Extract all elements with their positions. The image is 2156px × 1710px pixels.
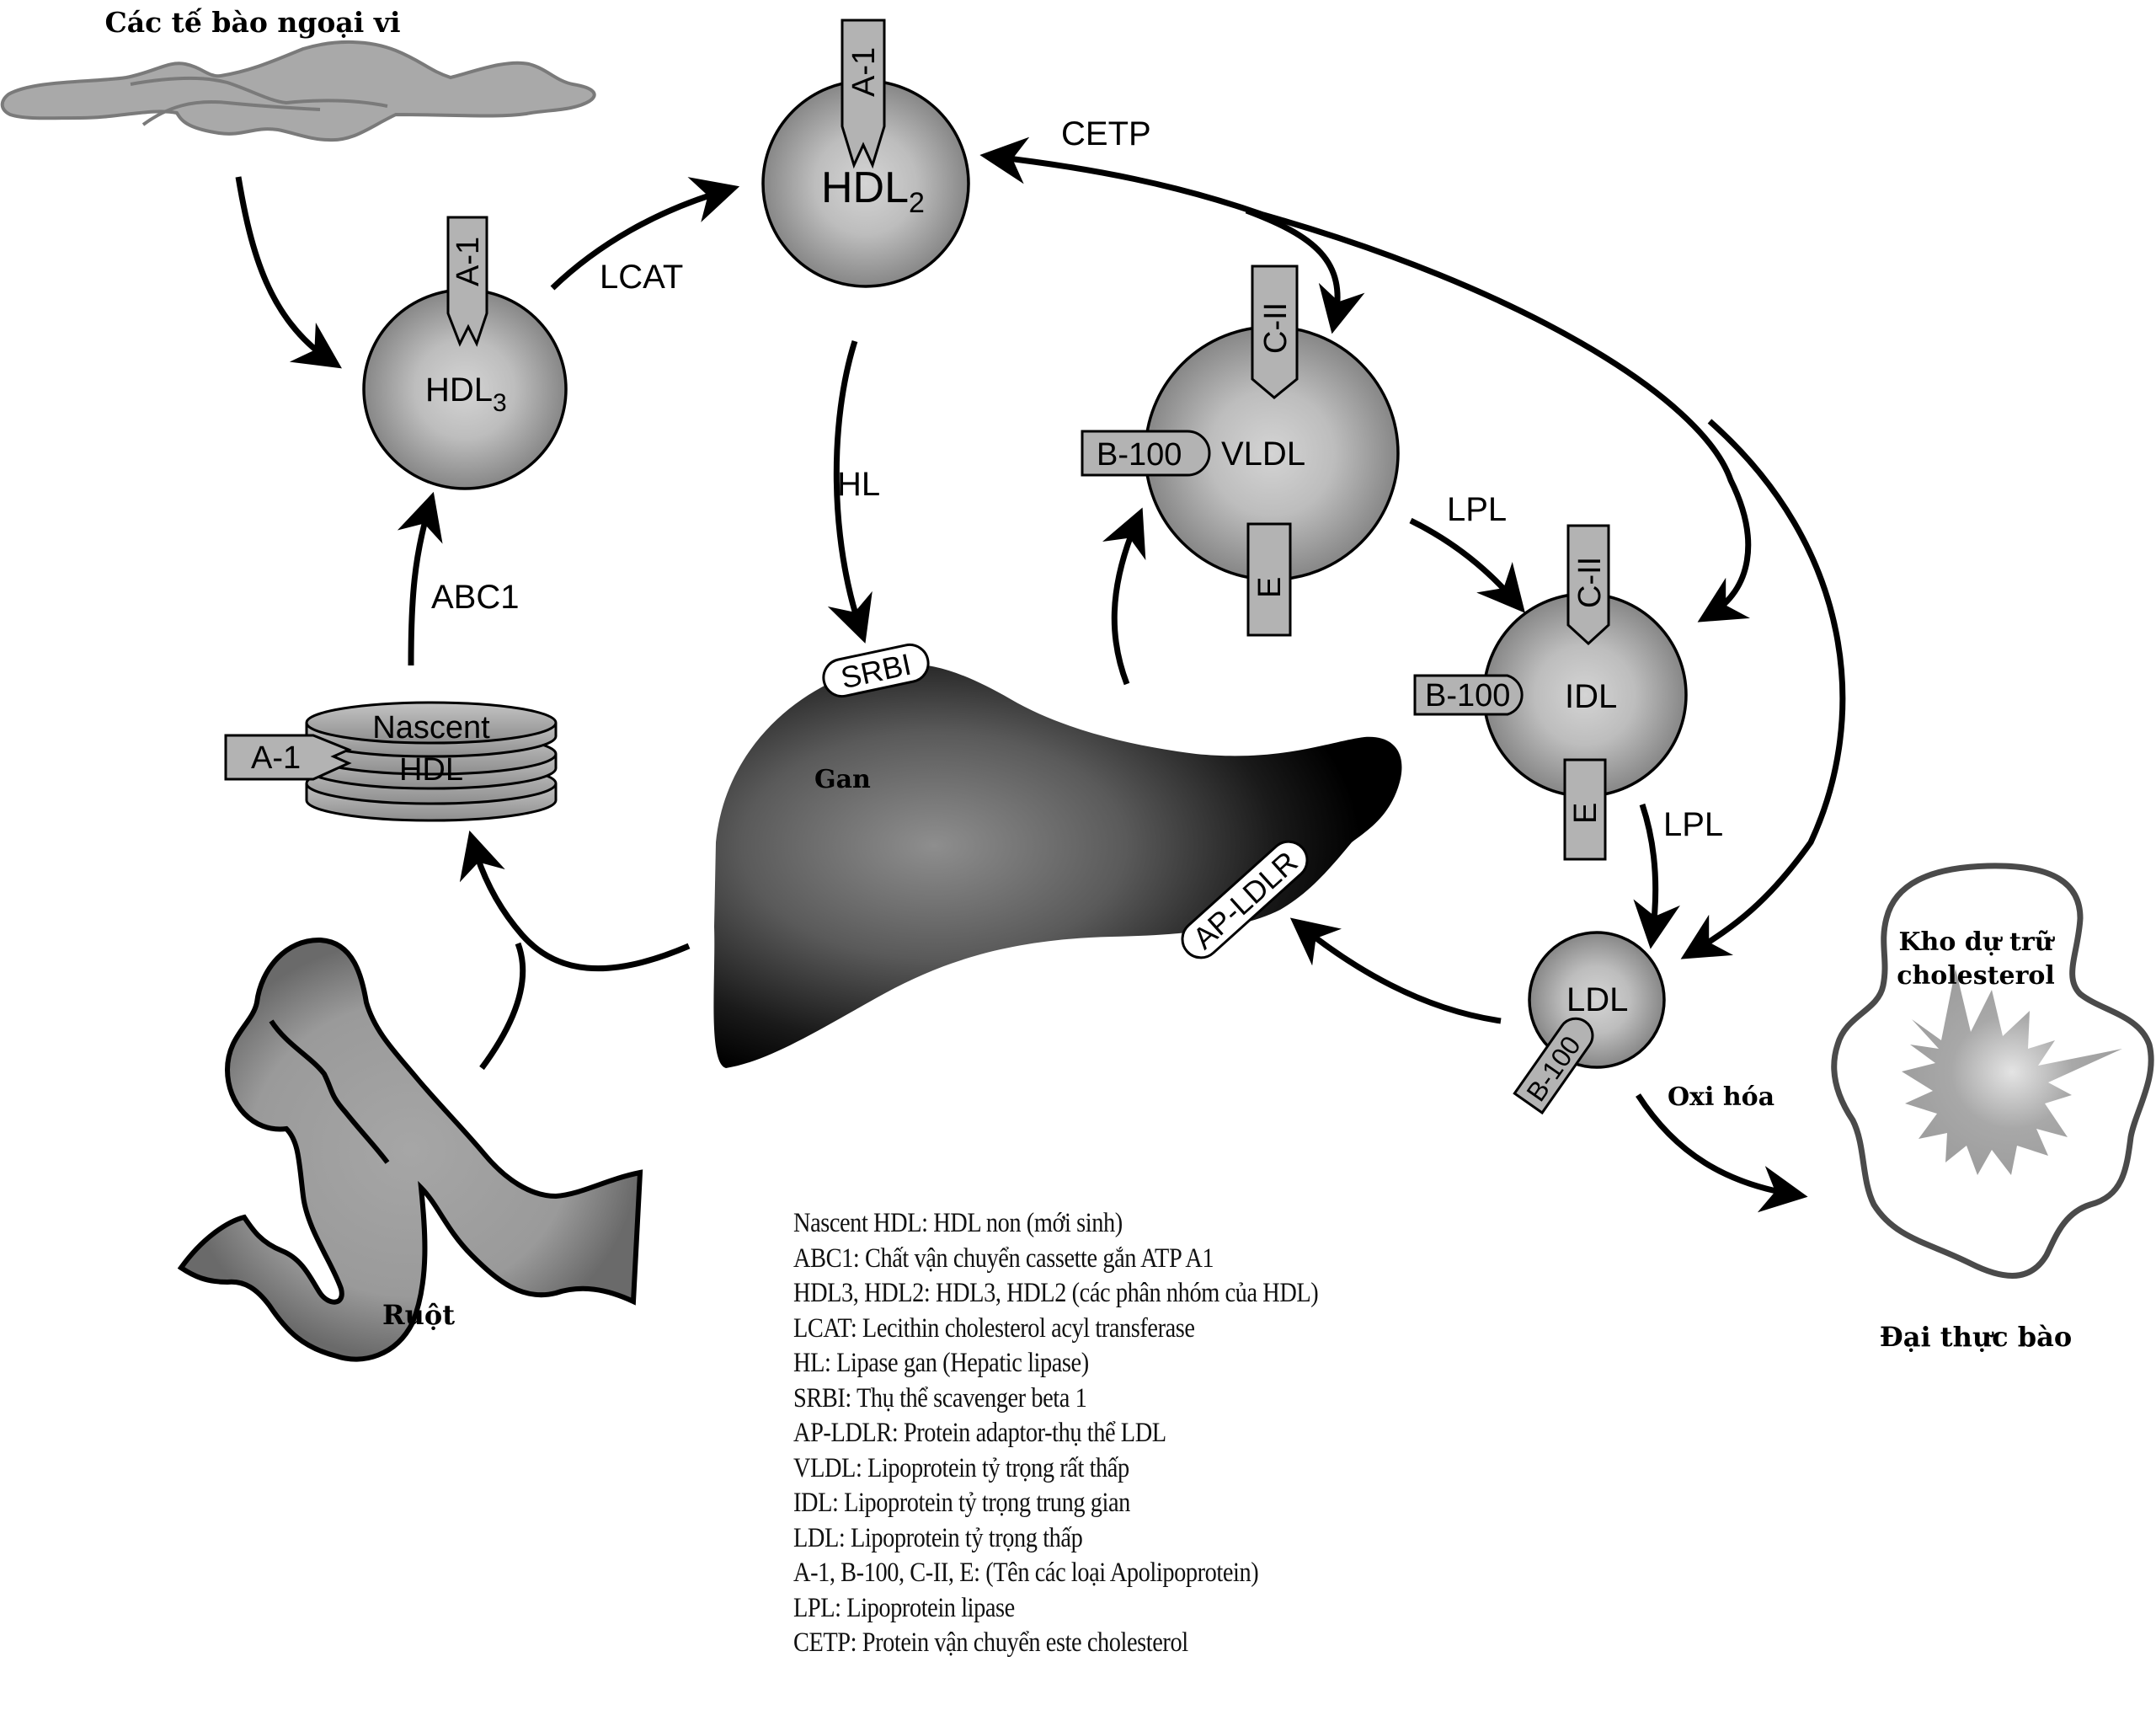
liver-label: Gan	[814, 765, 871, 794]
arrow-cetp-long	[1262, 211, 1752, 623]
arrow-cells-to-hdl3	[235, 176, 342, 369]
legend-item: A-1, B-100, C-II, E: (Tên các loại Apoli…	[793, 1558, 1259, 1588]
arrow-ldl-to-liver	[1289, 917, 1502, 1024]
arrow-hdl3-to-hdl2-lcat	[550, 177, 740, 291]
arrow-nascent-to-hdl3-abc1	[397, 491, 443, 666]
apo-b100-tab	[1413, 674, 1524, 716]
arrow-hdl2-to-liver-hl	[827, 339, 873, 644]
hdl3-particle: A-1 HDL3	[362, 216, 568, 490]
apo-c2-tab	[1566, 524, 1610, 646]
apo-e-label: E	[1252, 577, 1288, 598]
legend-item: IDL: Lipoprotein tỷ trọng trung gian	[793, 1488, 1130, 1518]
legend-item: HDL3, HDL2: HDL3, HDL2 (các phân nhóm củ…	[793, 1278, 1319, 1308]
apo-e-label: E	[1568, 803, 1604, 824]
vldl-particle: C-II B-100 VLDL E	[1081, 265, 1400, 637]
cholesterol-store-icon	[1902, 969, 2122, 1175]
arrow-cetp-to-hdl2	[979, 136, 1265, 218]
cholesterol-store-label-line2: cholesterol	[1897, 961, 2055, 991]
apo-a1-label: A-1	[251, 740, 301, 776]
hdl3-label: HDL3	[425, 371, 507, 417]
nascent-hdl: A-1 Nascent HDL	[224, 701, 558, 822]
macrophage-label: Đại thực bào	[1880, 1321, 2072, 1353]
macrophage: Kho dự trữ cholesterol	[1831, 863, 2154, 1279]
apldlr-receptor	[1181, 840, 1309, 959]
apo-c2-label: C-II	[1258, 302, 1294, 354]
legend-item: LPL: Lipoprotein lipase	[793, 1592, 1015, 1623]
arrow-liver-to-nascent	[459, 830, 691, 972]
intestine	[177, 937, 643, 1362]
arrow-cetp-to-ldl	[1680, 419, 1846, 959]
lcat-label: LCAT	[600, 259, 683, 296]
idl-particle: C-II B-100 IDL E	[1413, 524, 1688, 861]
legend-item: Nascent HDL: HDL non (mới sinh)	[793, 1208, 1123, 1238]
legend-item: AP-LDLR: Protein adaptor-thụ thể LDL	[793, 1418, 1166, 1448]
apo-a1-tab	[446, 216, 488, 347]
nascent-hdl-label-line1: Nascent	[372, 710, 490, 745]
peripheral-cells-icon	[0, 40, 596, 142]
apo-a1-tab	[841, 19, 886, 169]
abbreviation-legend: Nascent HDL: HDL non (mới sinh) ABC1: Chấ…	[793, 1206, 1404, 1661]
vldl-label: VLDL	[1221, 436, 1305, 473]
apo-a1-label: A-1	[846, 47, 882, 97]
arrow-intestine-to-nascent	[479, 942, 526, 1071]
intestine-label: Ruột	[382, 1299, 455, 1331]
arrow-cetp-to-vldl	[1245, 207, 1365, 334]
legend-item: LCAT: Lecithin cholesterol acyl transfer…	[793, 1312, 1195, 1344]
lpl-label-vldl-idl: LPL	[1447, 491, 1507, 528]
apo-e-tab	[1563, 758, 1607, 861]
apo-c2-label: C-II	[1572, 557, 1608, 608]
apo-b100-tab	[1513, 1017, 1594, 1115]
apo-b100-tab	[1081, 430, 1211, 477]
arrow-ldl-to-macrophage-oxidation	[1636, 1093, 1808, 1213]
ldl-particle: LDL B-100	[1513, 931, 1666, 1115]
apo-a1-tab	[224, 734, 352, 781]
apo-a1-label: A-1	[451, 237, 486, 286]
arrow-liver-to-vldl	[1102, 507, 1146, 686]
legend-item: CETP: Protein vận chuyển este cholestero…	[793, 1627, 1188, 1658]
cetp-label: CETP	[1061, 115, 1151, 152]
apo-c2-tab	[1251, 265, 1299, 399]
legend-item: LDL: Lipoprotein tỷ trọng thấp	[793, 1522, 1083, 1553]
cholesterol-store-label-line1: Kho dự trữ	[1898, 927, 2055, 957]
apo-b100-label: B-100	[1425, 678, 1510, 713]
arrow-vldl-to-idl-lpl	[1409, 517, 1525, 613]
apo-b100-label: B-100	[1097, 437, 1182, 473]
legend-item: SRBI: Thụ thể scavenger beta 1	[793, 1382, 1087, 1413]
liver: Gan SRBI AP-LDLR	[713, 643, 1402, 1068]
arrow-idl-to-ldl-lpl	[1633, 803, 1680, 949]
idl-label: IDL	[1565, 678, 1617, 715]
apo-e-tab	[1246, 522, 1292, 637]
legend-item: HL: Lipase gan (Hepatic lipase)	[793, 1348, 1089, 1378]
legend-item: VLDL: Lipoprotein tỷ trọng rất thấp	[793, 1452, 1129, 1483]
hl-label: HL	[837, 466, 880, 503]
peripheral-cells-label: Các tế bào ngoại vi	[104, 6, 400, 39]
srbi-receptor	[822, 643, 930, 698]
abc1-label: ABC1	[431, 579, 520, 616]
hdl2-particle: A-1 HDL2	[761, 19, 970, 288]
hdl2-label: HDL2	[821, 163, 925, 219]
nascent-hdl-label-line2: HDL	[399, 752, 463, 788]
oxidation-label: Oxi hóa	[1668, 1082, 1774, 1112]
legend-item: ABC1: Chất vận chuyển cassette gắn ATP A…	[793, 1242, 1214, 1274]
lpl-label-idl-ldl: LPL	[1663, 806, 1723, 843]
ldl-label: LDL	[1566, 981, 1628, 1018]
